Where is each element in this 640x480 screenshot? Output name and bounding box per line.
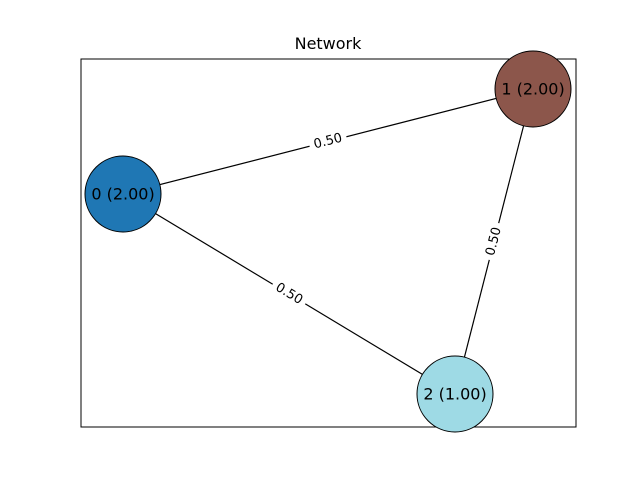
edge-label: 0.50 xyxy=(483,226,505,258)
edge-label-group-1-2: 0.50 xyxy=(480,220,508,263)
node-label-2: 2 (1.00) xyxy=(423,385,486,404)
node-0 xyxy=(84,155,162,233)
node-2 xyxy=(416,355,494,433)
figure-title: Network xyxy=(295,34,363,53)
edge-label-group-0-2: 0.50 xyxy=(268,276,310,312)
nodes-layer: 0 (2.00) 1 (2.00) 2 (1.00) xyxy=(84,50,572,433)
plot-frame xyxy=(80,58,577,428)
node-1 xyxy=(494,50,572,128)
edge-label-background xyxy=(307,128,349,155)
node-label-1: 1 (2.00) xyxy=(501,80,564,99)
edge-label-background xyxy=(268,276,310,312)
edge-label-group-0-1: 0.50 xyxy=(307,128,349,155)
node-label-0: 0 (2.00) xyxy=(91,185,154,204)
edge-label-background xyxy=(480,220,508,263)
edges-layer: 0.50 0.50 0.50 xyxy=(122,88,534,395)
edge-label: 0.50 xyxy=(312,131,344,153)
